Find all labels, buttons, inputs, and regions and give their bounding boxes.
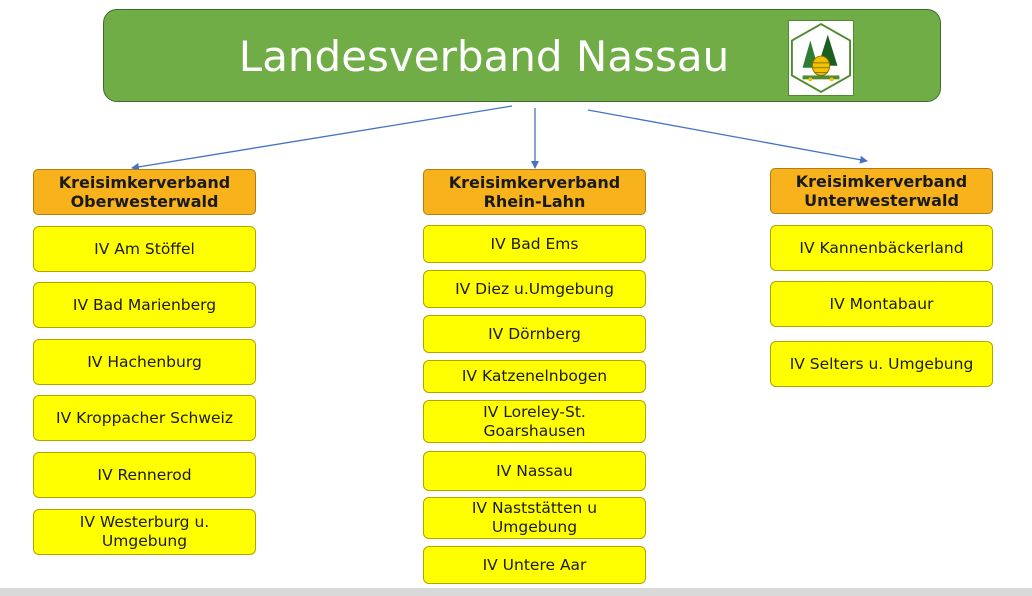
list-item-label: IV Nassau <box>496 461 573 480</box>
column-header-oberwesterwald: Kreisimkerverband Oberwesterwald <box>33 169 256 215</box>
list-item-label: IV Kroppacher Schweiz <box>56 408 233 427</box>
logo-icon <box>790 22 852 94</box>
list-item: IV Kroppacher Schweiz <box>33 395 256 441</box>
list-item-label: IV Naststätten u Umgebung <box>471 499 598 536</box>
list-item: IV Kannenbäckerland <box>770 225 993 271</box>
list-item-label: IV Bad Marienberg <box>72 295 217 314</box>
list-item-label: IV Loreley-St. Goarshausen <box>483 402 586 440</box>
column-header-rhein-lahn: Kreisimkerverband Rhein-Lahn <box>423 169 646 215</box>
list-item-label: IV Hachenburg <box>87 352 202 371</box>
column-header-label: Kreisimkerverband Rhein-Lahn <box>448 173 621 211</box>
list-item: IV Dörnberg <box>423 315 646 353</box>
list-item-label: IV Rennerod <box>97 465 192 484</box>
list-item: IV Bad Ems <box>423 225 646 263</box>
list-item: IV Rennerod <box>33 452 256 498</box>
list-item: IV Montabaur <box>770 281 993 327</box>
list-item: IV Naststätten u Umgebung <box>423 497 646 539</box>
list-item-label: IV Bad Ems <box>490 234 579 253</box>
list-item-label: IV Westerburg u. Umgebung <box>79 513 210 550</box>
list-item: IV Katzenelnbogen <box>423 360 646 393</box>
list-item: IV Hachenburg <box>33 339 256 385</box>
list-item-label: IV Diez u.Umgebung <box>455 279 614 298</box>
list-item-label: IV Dörnberg <box>488 324 581 343</box>
root-title: Landesverband Nassau <box>238 32 730 81</box>
list-item: IV Westerburg u. Umgebung <box>33 509 256 555</box>
list-item-label: IV Katzenelnbogen <box>461 367 608 385</box>
column-header-unterwesterwald: Kreisimkerverband Unterwesterwald <box>770 168 993 214</box>
list-item-label: IV Kannenbäckerland <box>799 238 964 257</box>
column-header-label: Kreisimkerverband Oberwesterwald <box>58 173 231 211</box>
list-item-label: IV Untere Aar <box>482 555 587 574</box>
bottom-strip <box>0 588 1032 596</box>
list-item: IV Loreley-St. Goarshausen <box>423 400 646 443</box>
list-item-label: IV Montabaur <box>829 294 934 313</box>
connector-left <box>131 105 513 171</box>
connector-right <box>587 109 868 164</box>
list-item: IV Am Stöffel <box>33 226 256 272</box>
list-item: IV Untere Aar <box>423 546 646 584</box>
list-item: IV Selters u. Umgebung <box>770 341 993 387</box>
root-node: Landesverband Nassau <box>103 9 941 102</box>
list-item-label: IV Am Stöffel <box>94 239 195 258</box>
column-header-label: Kreisimkerverband Unterwesterwald <box>795 172 968 210</box>
list-item-label: IV Selters u. Umgebung <box>789 354 974 373</box>
list-item: IV Diez u.Umgebung <box>423 270 646 308</box>
list-item: IV Nassau <box>423 451 646 491</box>
beekeeper-association-logo <box>788 20 854 96</box>
list-item: IV Bad Marienberg <box>33 282 256 328</box>
